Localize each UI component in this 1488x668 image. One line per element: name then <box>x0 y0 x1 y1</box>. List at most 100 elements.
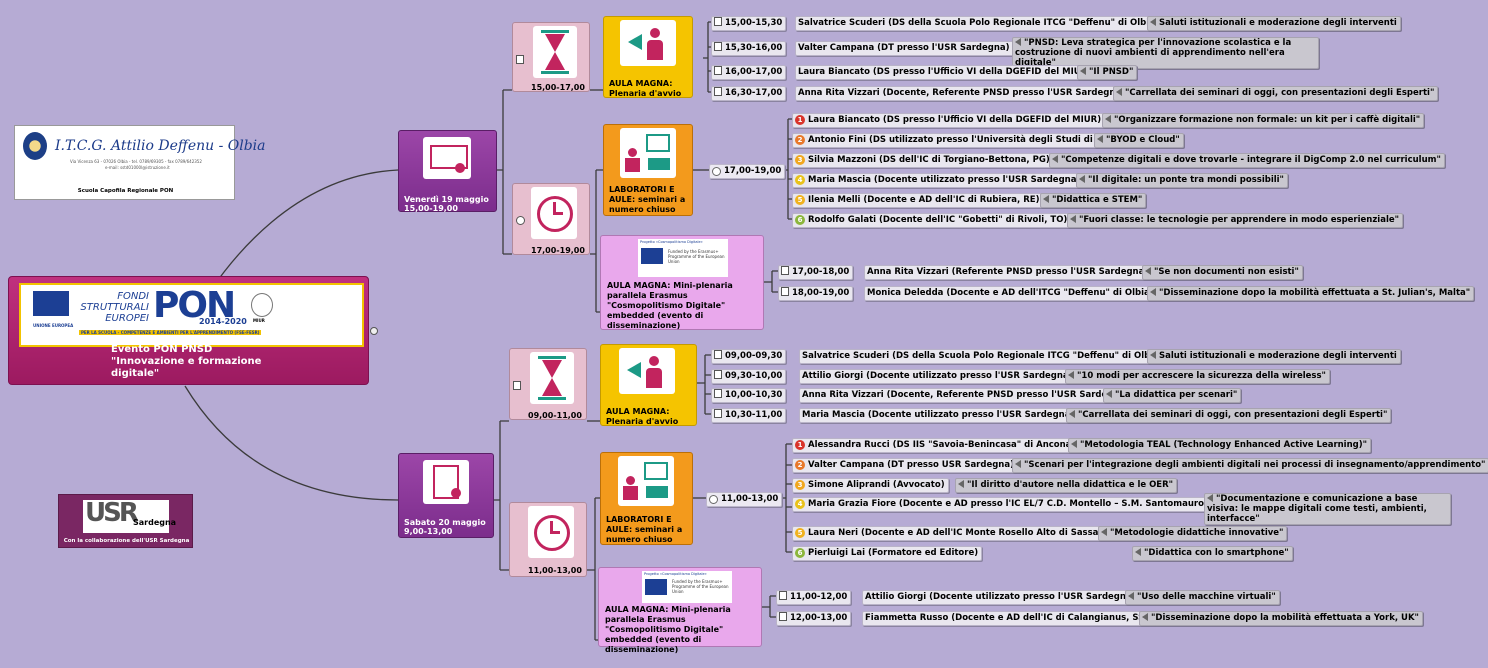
session-plenaria-node[interactable]: AULA MAGNA: Plenaria d'avvio <box>603 16 693 98</box>
talk-title[interactable]: "Uso delle macchine virtuali" <box>1125 590 1280 605</box>
talk-title[interactable]: "PNSD: Leva strategica per l'innovazione… <box>1012 37 1319 69</box>
talk-speaker[interactable]: Attilio Giorgi (Docente utilizzato press… <box>862 590 1140 605</box>
talk-title[interactable]: "Metodologia TEAL (Technology Enhanced A… <box>1068 438 1372 453</box>
talk-title[interactable]: "Disseminazione dopo la mobilità effettu… <box>1147 286 1475 301</box>
slot-15-17-node[interactable]: 15,00-17,00 <box>512 22 590 92</box>
talk-title[interactable]: "Documentazione e comunicazione a base v… <box>1204 493 1451 525</box>
talk-time[interactable]: 11,00-12,00 <box>776 590 852 605</box>
talk-title[interactable]: "Competenze digitali e dove trovarle - i… <box>1049 153 1445 168</box>
talk-title[interactable]: "Disseminazione dopo la mobilità effettu… <box>1139 611 1423 626</box>
time-text: 11,00-12,00 <box>790 592 848 602</box>
talk-speaker[interactable]: Anna Rita Vizzari (Docente, Referente PN… <box>795 86 1129 101</box>
slot-time: 11,00-13,00 <box>528 566 582 575</box>
talk-title[interactable]: "BYOD e Cloud" <box>1094 133 1184 148</box>
slot-17-19-node[interactable]: 17,00-19,00 <box>512 183 590 255</box>
talk-speaker[interactable]: Salvatrice Scuderi (DS della Scuola Polo… <box>795 16 1163 31</box>
talk-time[interactable]: 09,00-09,30 <box>711 349 787 364</box>
talk-speaker[interactable]: Salvatrice Scuderi (DS della Scuola Polo… <box>799 349 1167 364</box>
time-text: 10,00-10,30 <box>725 390 783 400</box>
speaker-sound-icon <box>1070 215 1076 223</box>
talk-speaker[interactable]: Maria Mascia (Docente utilizzato presso … <box>799 408 1079 423</box>
slot-09-11-node[interactable]: 09,00-11,00 <box>509 348 587 420</box>
talk-speaker[interactable]: Fiammetta Russo (Docente e AD dell'IC di… <box>862 611 1153 626</box>
talk-speaker[interactable]: Laura Biancato (DS presso l'Ufficio VI d… <box>795 65 1096 80</box>
talk-title[interactable]: "Didattica e STEM" <box>1040 193 1147 208</box>
talk-title[interactable]: "Didattica con lo smartphone" <box>1132 546 1293 561</box>
central-collapse-icon[interactable] <box>370 327 378 335</box>
talk-title[interactable]: "Il diritto d'autore nella didattica e l… <box>955 478 1178 493</box>
session-laboratori-node[interactable]: LABORATORI E AULE: seminari a numero chi… <box>603 124 693 216</box>
session-laboratori-node[interactable]: LABORATORI E AULE: seminari a numero chi… <box>600 452 693 545</box>
talk-time[interactable]: 15,30-16,00 <box>711 41 787 56</box>
talk-title[interactable]: "La didattica per scenari" <box>1103 388 1242 403</box>
talk-time[interactable]: 10,00-10,30 <box>711 388 787 403</box>
talk-speaker[interactable]: Valter Campana (DT presso l'USR Sardegna… <box>795 41 1014 56</box>
note-icon <box>714 389 722 398</box>
talk-title[interactable]: "Se non documenti non esisti" <box>1142 265 1303 280</box>
title-text: "Didattica con lo smartphone" <box>1144 548 1289 558</box>
itcg-name: I.T.C.G. Attilio Deffenu - Olbia <box>55 138 266 154</box>
talk-time[interactable]: 09,30-10,00 <box>711 369 787 384</box>
itcg-address: Via Vicenza 63 - 07026 Olbia - tel. 0789… <box>70 159 202 164</box>
title-text: "Fuori classe: le tecnologie per apprend… <box>1079 215 1400 225</box>
time-text: 10,30-11,00 <box>725 410 783 420</box>
session-erasmus-node[interactable]: Progetto «Cosmopolitismo Digitale» Funde… <box>598 567 762 654</box>
session-plenaria-node[interactable]: AULA MAGNA: Plenaria d'avvio <box>600 344 697 426</box>
classroom-icon <box>618 456 674 506</box>
talk-time[interactable]: 16,30-17,00 <box>711 86 787 101</box>
lab-slot-time[interactable]: 17,00-19,00 <box>709 164 786 179</box>
slot-11-13-node[interactable]: 11,00-13,00 <box>509 502 587 577</box>
note-icon <box>714 350 722 359</box>
clock-icon <box>528 506 574 558</box>
priority-5-icon: 5 <box>795 195 805 205</box>
talk-title[interactable]: Saluti istituzionali e moderazione degli… <box>1147 16 1401 31</box>
talk-speaker[interactable]: Monica Deledda (Docente e AD dell'ITCG "… <box>864 286 1158 301</box>
day-friday-node[interactable]: Venerdì 19 maggio 15,00-19,00 <box>398 130 497 213</box>
talk-title[interactable]: "Il digitale: un ponte tra mondi possibi… <box>1076 173 1288 188</box>
talk-title[interactable]: "10 modi per accrescere la sicurezza del… <box>1065 369 1330 384</box>
talk-time[interactable]: 16,00-17,00 <box>711 65 787 80</box>
talk-time[interactable]: 15,00-15,30 <box>711 16 787 31</box>
talk-time[interactable]: 10,30-11,00 <box>711 408 787 423</box>
pon-banner: UNIONE EUROPEA FONDI STRUTTURALI EUROPEI… <box>19 283 364 347</box>
talk-title[interactable]: "Metodologie didattiche innovative" <box>1098 526 1288 541</box>
central-topic[interactable]: UNIONE EUROPEA FONDI STRUTTURALI EUROPEI… <box>8 276 369 385</box>
day-saturday-node[interactable]: Sabato 20 maggio 9,00-13,00 <box>398 453 494 538</box>
title-text: "Competenze digitali e dove trovarle - i… <box>1061 155 1441 165</box>
speaker-text: Maria Grazia Fiore (Docente e AD presso … <box>808 499 1228 509</box>
talk-title[interactable]: Saluti istituzionali e moderazione degli… <box>1147 349 1401 364</box>
fondi-label: FONDI STRUTTURALI EUROPEI <box>80 291 149 324</box>
talk-title[interactable]: "Carrellata dei seminari di oggi, con pr… <box>1113 86 1439 101</box>
title-text: "Organizzare formazione non formale: un … <box>1114 115 1421 125</box>
lab-slot-time[interactable]: 11,00-13,00 <box>706 492 783 507</box>
talk-time[interactable]: 17,00-18,00 <box>778 265 854 280</box>
session-erasmus-node[interactable]: Progetto «Cosmopolitismo Digitale» Funde… <box>600 235 764 330</box>
talk-title[interactable]: "Organizzare formazione non formale: un … <box>1102 113 1425 128</box>
talk-time[interactable]: 18,00-19,00 <box>778 286 854 301</box>
speaker-sound-icon <box>1068 371 1074 379</box>
speaker-text: Salvatrice Scuderi (DS della Scuola Polo… <box>802 351 1163 361</box>
talk-time[interactable]: 12,00-13,00 <box>776 611 852 626</box>
talk-title[interactable]: "Carrellata dei seminari di oggi, con pr… <box>1066 408 1392 423</box>
talk-title[interactable]: "Il PNSD" <box>1077 65 1138 80</box>
talk-speaker[interactable]: Anna Rita Vizzari (Docente, Referente PN… <box>799 388 1133 403</box>
talk-speaker[interactable]: Anna Rita Vizzari (Referente PNSD presso… <box>864 265 1153 280</box>
itcg-caption: Scuola Capofila Regionale PON <box>77 188 174 194</box>
talk-speaker[interactable]: Attilio Giorgi (Docente utilizzato press… <box>799 369 1077 384</box>
talk-title[interactable]: "Fuori classe: le tecnologie per apprend… <box>1067 213 1404 228</box>
talk-title[interactable]: "Scenari per l'integrazione degli ambien… <box>1012 458 1488 473</box>
session-label: AULA MAGNA: Plenaria d'avvio <box>606 407 679 426</box>
speaker-sound-icon <box>1128 592 1134 600</box>
